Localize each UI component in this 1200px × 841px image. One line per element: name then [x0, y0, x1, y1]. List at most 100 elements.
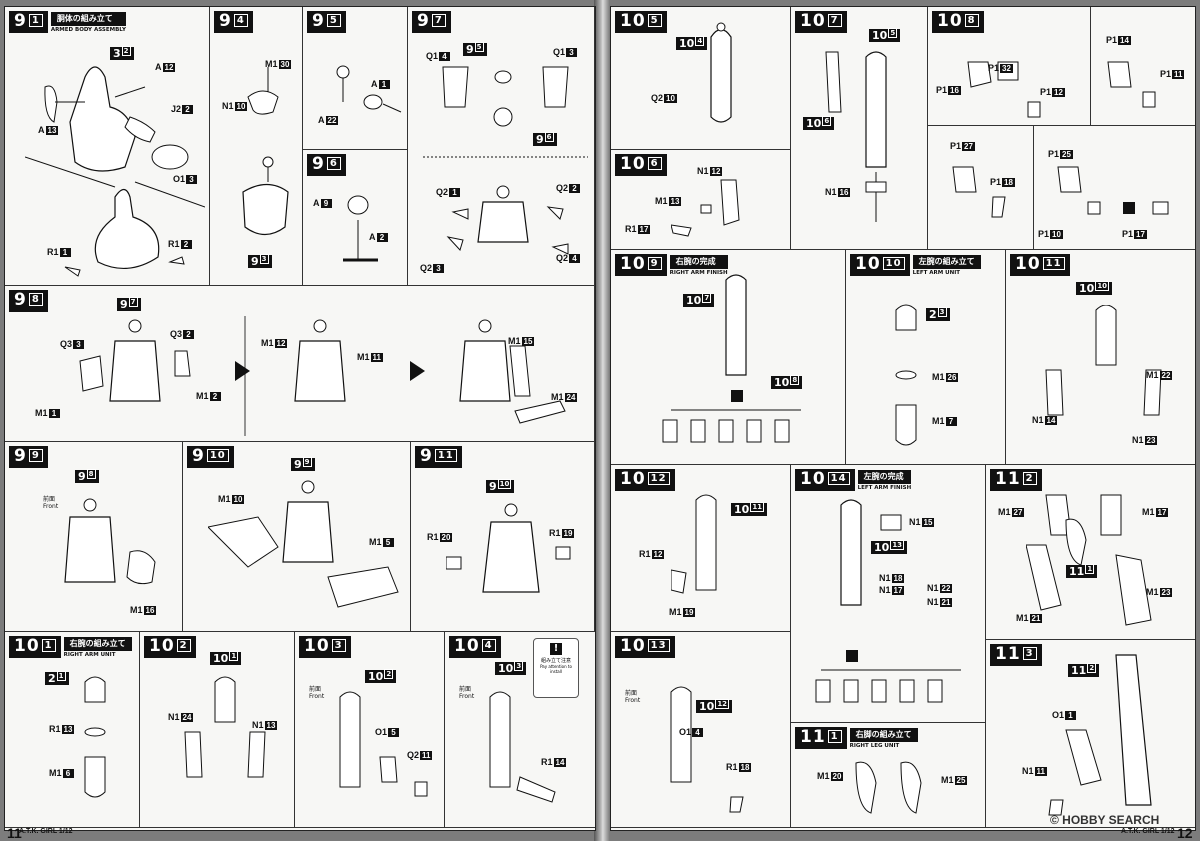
step-title-en: LEFT ARM FINISH	[857, 483, 912, 491]
step-title-en: ARMED BODY ASSEMBLY	[50, 25, 126, 33]
torso-drawing	[242, 67, 289, 236]
divider	[1090, 7, 1091, 125]
armor-skirt-drawing	[446, 503, 571, 593]
step-title-jp: 右腕の組み立て	[63, 637, 132, 650]
forearm-armor-drawing	[339, 691, 428, 797]
step-title-jp: 左腕の組み立て	[912, 255, 981, 268]
page-number: 11	[7, 825, 22, 841]
hands-drawing	[952, 61, 1169, 218]
right-leg-drawing	[1026, 494, 1152, 626]
arm-assembly-drawing	[710, 22, 732, 123]
warning-icon: !	[550, 643, 562, 655]
skirt-drawing	[208, 480, 399, 608]
left-arm-finish-drawing	[815, 499, 961, 703]
watermark: © HOBBY SEARCH	[1050, 813, 1160, 827]
step-title-en: RIGHT ARM FINISH	[669, 268, 728, 276]
left-forearm-drawing	[1045, 305, 1162, 416]
step-title-jp: 胴体の組み立て	[50, 12, 126, 25]
book-spine	[594, 0, 610, 841]
step-title-jp: 右腕の完成	[669, 255, 728, 268]
hand-guard-drawing	[671, 179, 740, 237]
page-footer-title: A.T.K. GIRL 1/12	[1121, 828, 1175, 835]
step-title-en: RIGHT LEG UNIT	[849, 741, 918, 749]
left-arm-armor-drawing	[670, 686, 744, 813]
upper-arm-drawing	[84, 676, 106, 798]
body-assembly-drawing	[25, 66, 205, 277]
